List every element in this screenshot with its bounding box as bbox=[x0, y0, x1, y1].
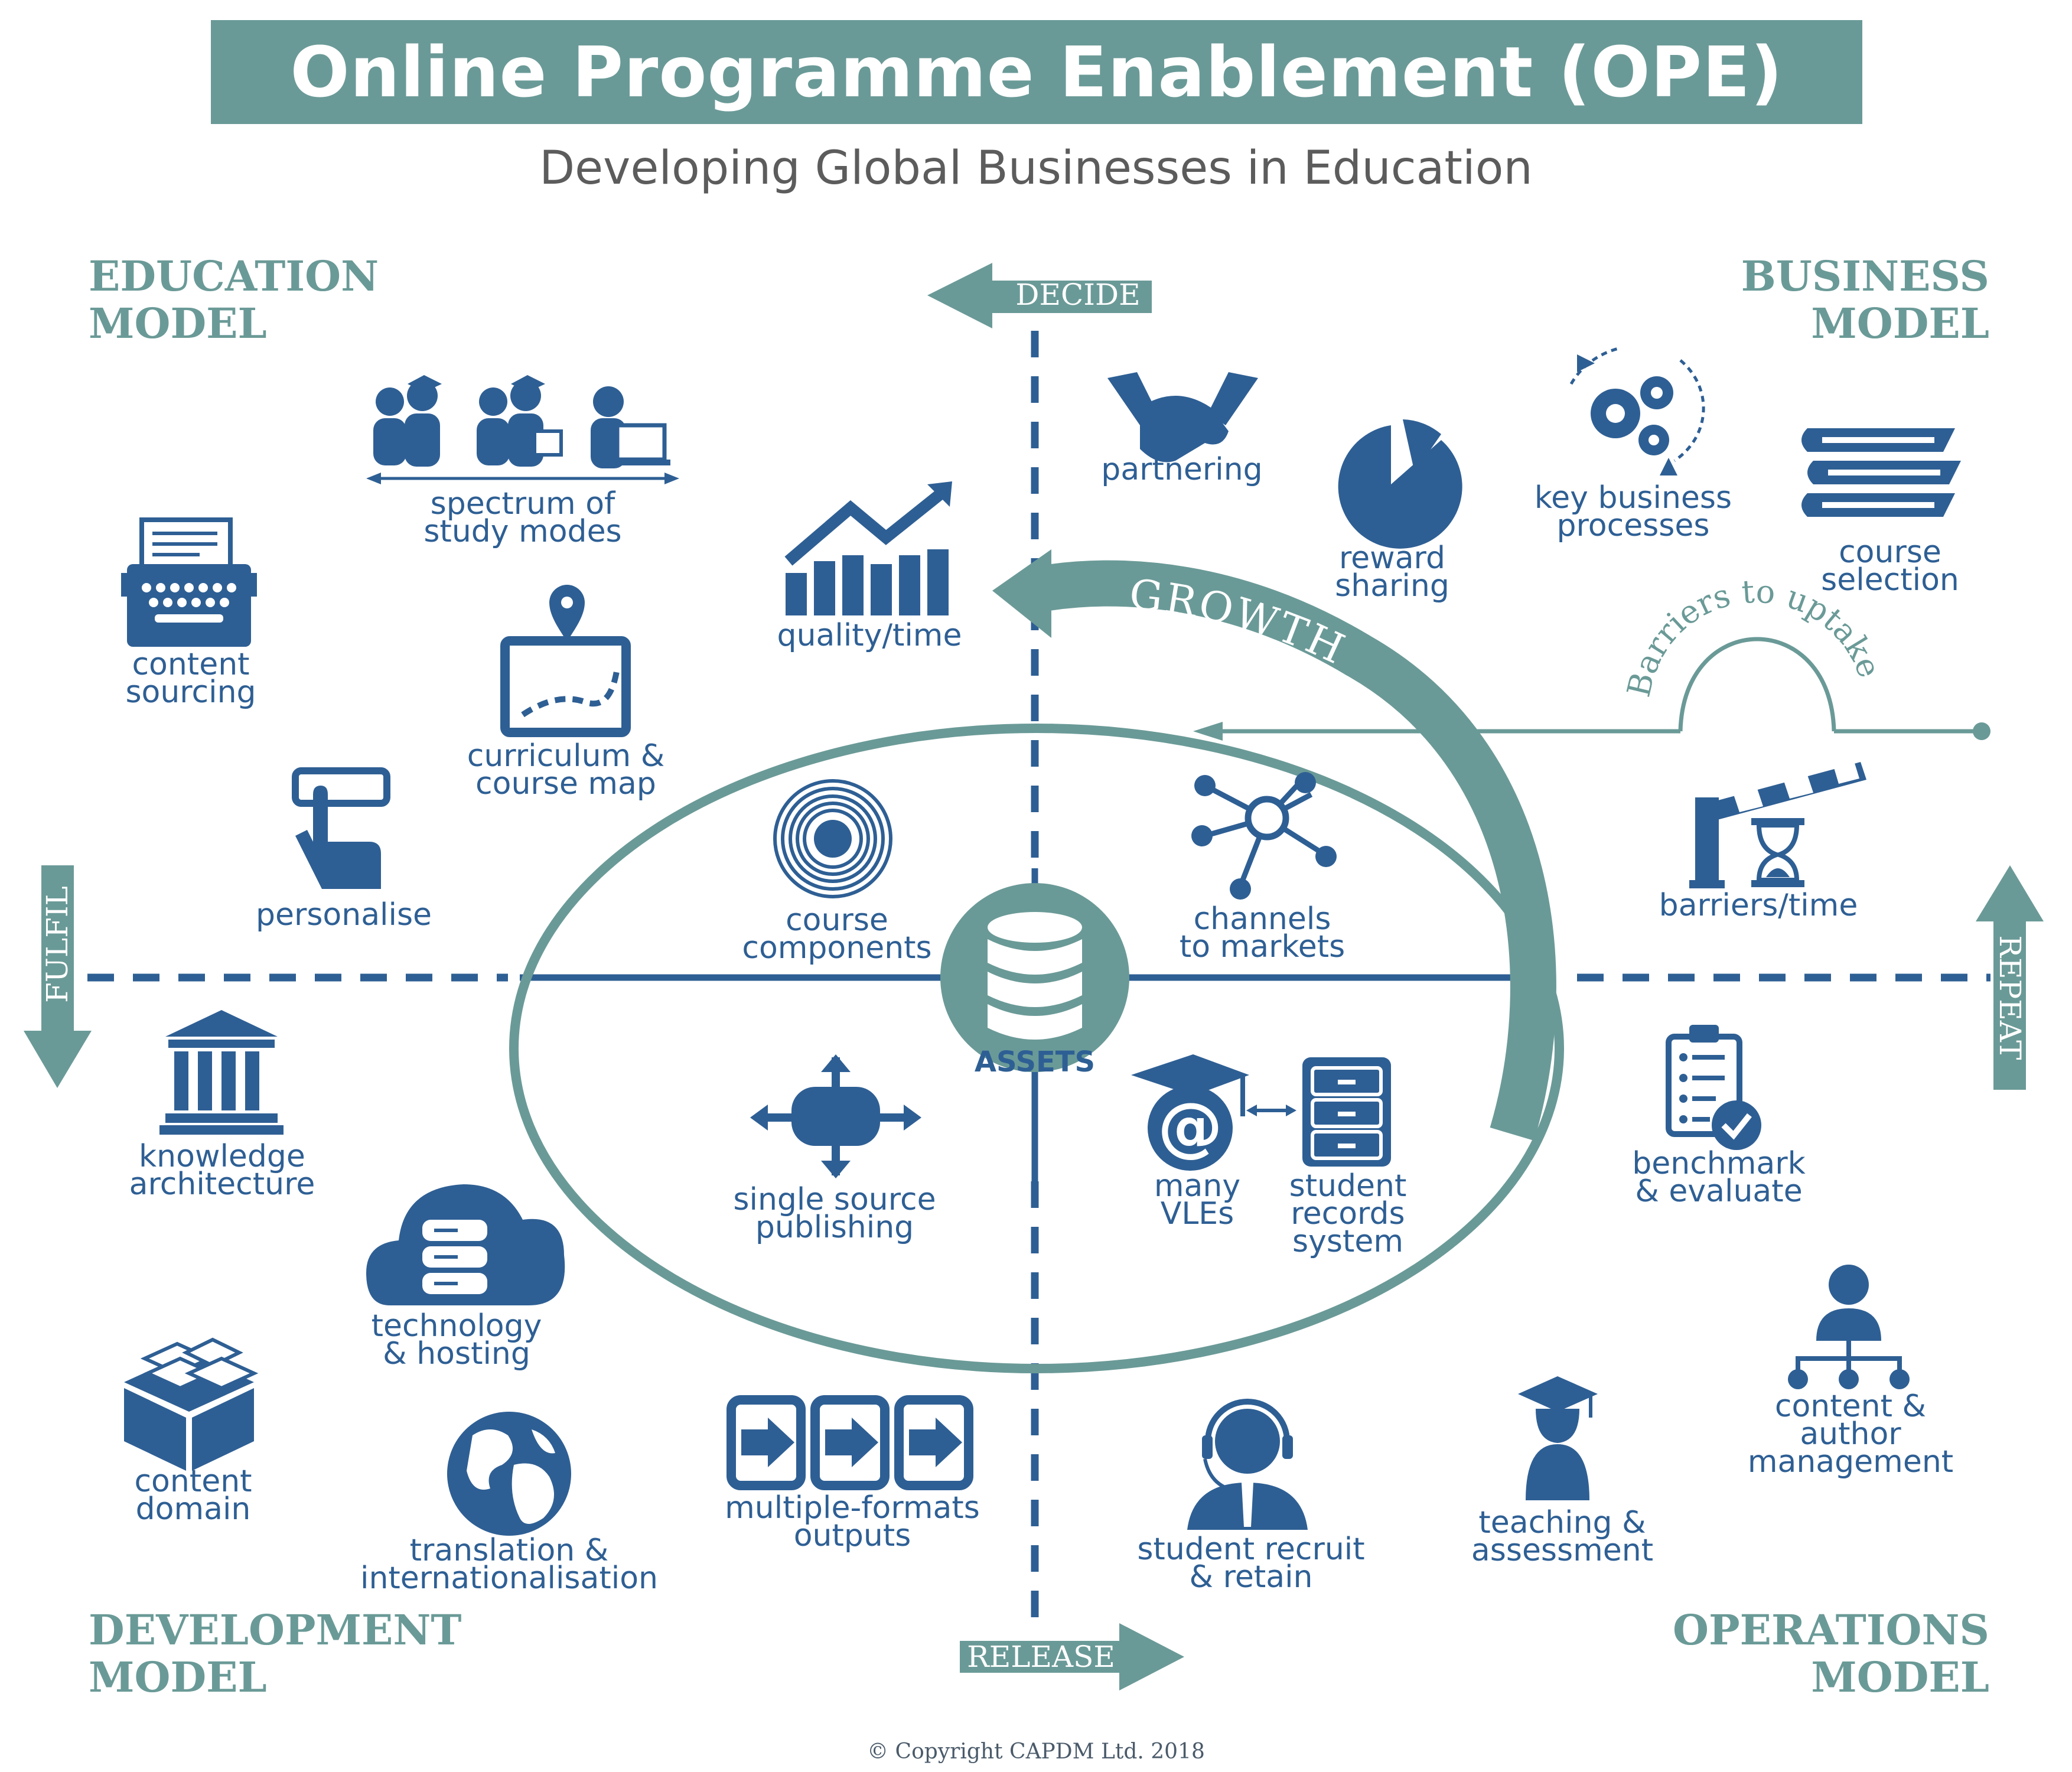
barriers-arrowhead bbox=[1193, 722, 1223, 741]
growth-arrow-body bbox=[1026, 560, 1556, 1141]
decide-arrow bbox=[927, 263, 1152, 328]
label-key-business: key business processes bbox=[1534, 480, 1732, 543]
label-course-selection: course selection bbox=[1821, 535, 1959, 598]
barriers-end-dot bbox=[1973, 722, 1990, 740]
label-content-sourcing: content sourcing bbox=[125, 647, 256, 710]
development-model-title: DEVELOPMENT MODEL bbox=[89, 1605, 462, 1702]
publishing-arrows-icon bbox=[750, 1054, 921, 1178]
label-knowledge: knowledge architecture bbox=[129, 1139, 315, 1202]
books-icon bbox=[1801, 428, 1961, 517]
label-partnering: partnering bbox=[1101, 452, 1263, 487]
label-spectrum: spectrum of study modes bbox=[423, 486, 622, 549]
graduate-icon bbox=[1518, 1376, 1598, 1500]
cloud-server-icon bbox=[366, 1184, 565, 1305]
label-student-records: student records system bbox=[1289, 1168, 1407, 1259]
assets-circle bbox=[940, 883, 1129, 1072]
pie-chart-icon bbox=[1338, 419, 1462, 549]
building-icon bbox=[159, 1010, 284, 1135]
boxes-icon bbox=[124, 1337, 259, 1471]
label-course-components: course components bbox=[742, 903, 932, 966]
release-label: RELEASE bbox=[967, 1640, 1115, 1674]
assets-label: ASSETS bbox=[974, 1045, 1096, 1079]
label-reward-sharing: reward sharing bbox=[1335, 540, 1449, 604]
target-icon bbox=[773, 779, 892, 898]
database-icon bbox=[988, 912, 1082, 1040]
process-ellipse bbox=[509, 724, 1564, 1373]
label-content-domain: content domain bbox=[134, 1464, 252, 1527]
education-model-title: EDUCATION MODEL bbox=[89, 252, 379, 348]
study-modes-icon bbox=[373, 375, 670, 468]
label-translation: translation & internationalisation bbox=[360, 1533, 659, 1596]
label-content-author: content & author management bbox=[1747, 1389, 1954, 1480]
globe-icon bbox=[447, 1412, 571, 1536]
quality-chart-icon bbox=[784, 481, 952, 615]
formats-icon bbox=[726, 1395, 973, 1490]
label-technology: technology & hosting bbox=[371, 1308, 542, 1372]
clipboard-check-icon bbox=[1666, 1025, 1761, 1150]
headset-agent-icon bbox=[1187, 1399, 1308, 1530]
label-personalise: personalise bbox=[255, 897, 432, 933]
business-model-title: BUSINESS MODEL bbox=[1741, 252, 1989, 348]
label-curriculum: curriculum & course map bbox=[467, 738, 665, 802]
release-arrow bbox=[960, 1623, 1184, 1690]
title-bar: Online Programme Enablement (OPE) bbox=[211, 20, 1862, 124]
label-benchmark: benchmark & evaluate bbox=[1632, 1146, 1806, 1209]
label-barriers-time: barriers/time bbox=[1659, 888, 1858, 923]
fulfil-arrow bbox=[24, 865, 92, 1088]
operations-model-title: OPERATIONS MODEL bbox=[1673, 1605, 1989, 1702]
growth-arrow-head bbox=[992, 549, 1051, 638]
label-multiple-formats: multiple-formats outputs bbox=[725, 1490, 980, 1553]
copyright: © Copyright CAPDM Ltd. 2018 bbox=[867, 1740, 1205, 1764]
page-subtitle: Developing Global Businesses in Educatio… bbox=[539, 142, 1533, 195]
label-many-vles: many VLEs bbox=[1154, 1168, 1241, 1232]
filing-cabinet-icon bbox=[1302, 1057, 1391, 1167]
network-icon bbox=[1191, 772, 1337, 900]
page-title: Online Programme Enablement (OPE) bbox=[290, 31, 1783, 113]
label-single-source: single source publishing bbox=[733, 1182, 936, 1245]
label-teaching: teaching & assessment bbox=[1471, 1505, 1654, 1568]
label-student-recruit: student recruit & retain bbox=[1137, 1532, 1365, 1595]
gears-icon bbox=[1569, 347, 1705, 475]
fulfil-label: FULFIL bbox=[40, 886, 74, 1003]
map-pin-icon bbox=[500, 585, 631, 737]
vle-at-icon: @ bbox=[1131, 1054, 1296, 1171]
barrier-hourglass-icon bbox=[1689, 762, 1866, 888]
handshake-icon bbox=[1107, 372, 1258, 462]
label-quality-time: quality/time bbox=[777, 618, 962, 653]
org-chart-icon bbox=[1788, 1265, 1910, 1389]
tap-hand-icon bbox=[292, 767, 390, 889]
repeat-label: REPEAT bbox=[1993, 935, 2027, 1060]
repeat-arrow bbox=[1976, 865, 2044, 1090]
label-channels: channels to markets bbox=[1179, 901, 1346, 965]
svg-text:@: @ bbox=[1158, 1089, 1223, 1164]
barriers-hump bbox=[1678, 637, 1836, 732]
typewriter-icon bbox=[121, 517, 257, 647]
decide-label: DECIDE bbox=[1015, 278, 1141, 312]
